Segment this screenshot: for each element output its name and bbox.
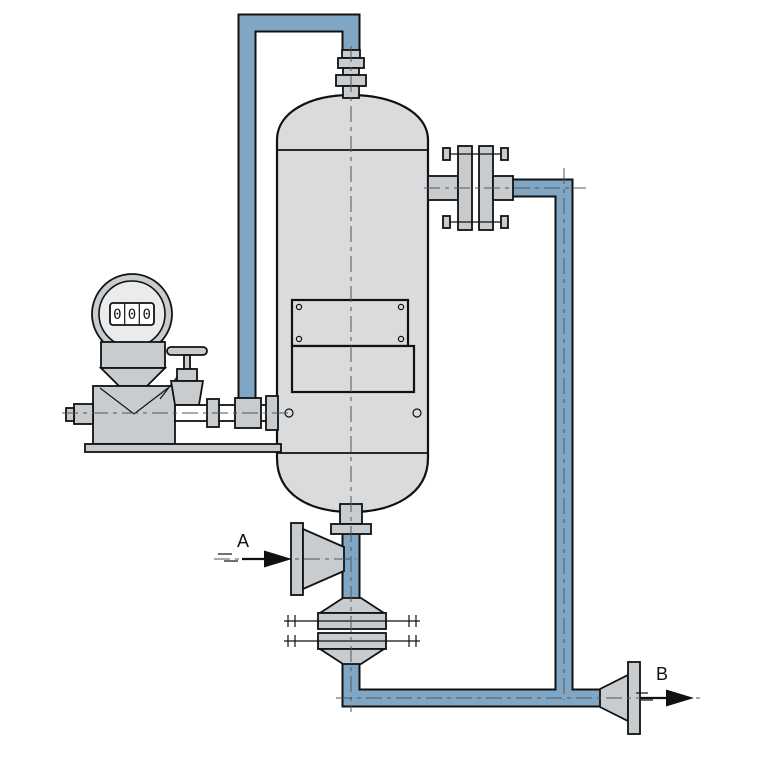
centerlines [62, 46, 700, 712]
bottom-flange-assembly [284, 597, 420, 665]
valve-stem [183, 354, 191, 370]
spool-bolts [284, 615, 420, 647]
meter-counter-window [109, 302, 155, 326]
valve-handle [166, 346, 208, 356]
pump-shaft [73, 403, 94, 425]
meter-counter: 0 0 0 [113, 307, 151, 323]
valve-bonnet [176, 368, 198, 382]
top-pipe [239, 15, 359, 420]
vessel-access-plate [290, 298, 410, 348]
casing-brace-lines [99, 387, 169, 415]
inlet-a-marker: A [218, 531, 292, 568]
pressure-vessel [275, 93, 430, 514]
counter-digit-1: 0 [113, 307, 121, 323]
inlet-flow-arrow [264, 550, 292, 568]
plate-bolt-holes [295, 303, 405, 343]
inlet-label: A [237, 531, 249, 551]
flow-meter-unit [65, 273, 282, 453]
right-pipe-outline [505, 178, 574, 698]
counter-digit-2: 0 [128, 307, 136, 323]
outlet-b-assembly [599, 661, 641, 735]
vessel-lower-plate [290, 344, 416, 394]
vessel-lug-right [412, 408, 422, 418]
flange-bolts [442, 147, 509, 229]
outlet-label: B [656, 664, 668, 684]
meter-funnel [98, 367, 168, 387]
baseplate [84, 443, 282, 453]
outlet-flow-arrow [666, 689, 694, 707]
outlet-b-marker: B [636, 664, 694, 707]
inlet-reducer-cone [302, 527, 345, 591]
meter-body [100, 341, 166, 369]
reducer-cone [316, 648, 388, 665]
side-nozzle-flange-assembly [427, 145, 514, 231]
valve-body [169, 380, 205, 406]
counter-digit-3: 0 [142, 307, 150, 323]
expander-cone [316, 597, 388, 614]
pump-shaft-end [65, 407, 75, 422]
